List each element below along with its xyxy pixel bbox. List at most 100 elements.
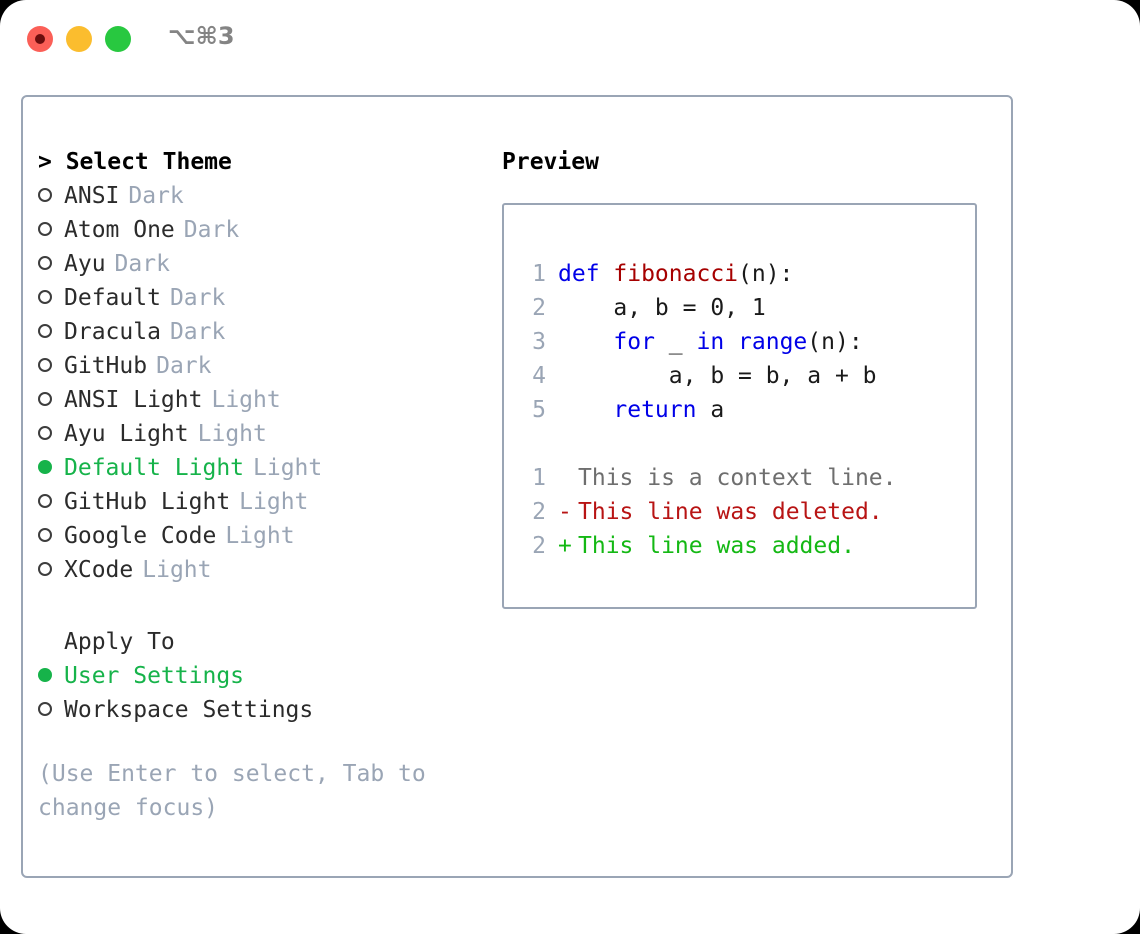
diff-text: This line was added. <box>578 533 855 559</box>
bullet-icon <box>38 426 52 440</box>
code-line: 4 a, b = b, a + b <box>522 359 897 393</box>
code-line: 3 for _ in range(n): <box>522 325 897 359</box>
close-button[interactable] <box>27 26 53 52</box>
code-token: fibonacci <box>613 261 739 287</box>
radio-unselected-icon <box>38 519 64 553</box>
theme-name-label: Ayu Light <box>64 421 189 447</box>
diff-sign: - <box>558 499 572 525</box>
apply-to-title: Apply To <box>64 629 175 655</box>
bullet-icon <box>38 494 52 508</box>
theme-list-item[interactable]: Ayu Light Light <box>38 417 468 451</box>
radio-selected-icon <box>38 659 64 693</box>
diff-line: 1 This is a context line. <box>522 461 897 495</box>
bullet-icon <box>38 358 52 372</box>
line-number: 1 <box>532 465 546 491</box>
code-token: def <box>558 261 614 287</box>
code-token: a, b = b, a + b <box>558 363 877 389</box>
theme-variant-tag: Light <box>197 421 267 447</box>
radio-unselected-icon <box>38 417 64 451</box>
bullet-icon <box>38 562 52 576</box>
diff-sign <box>558 461 578 495</box>
theme-variant-tag: Dark <box>183 217 240 243</box>
theme-list-item[interactable]: Google Code Light <box>38 519 468 553</box>
theme-name-label: Default <box>64 285 161 311</box>
radio-unselected-icon <box>38 383 64 417</box>
minimize-button[interactable] <box>66 26 92 52</box>
code-token: a, b = 0, 1 <box>558 295 766 321</box>
preview-title: Preview <box>502 149 599 175</box>
theme-variant-tag: Dark <box>128 183 184 209</box>
theme-name-label: Google Code <box>64 523 217 549</box>
theme-name-label: ANSI <box>64 183 120 209</box>
apply-to-label: User Settings <box>64 663 245 689</box>
apply-to-option[interactable]: Workspace Settings <box>38 693 468 727</box>
code-token <box>558 397 613 423</box>
code-line: 5 return a <box>522 393 897 427</box>
code-token: _ <box>654 329 697 355</box>
code-token: (n): <box>738 261 794 287</box>
window-titlebar: ⌥⌘3 <box>0 0 1140 80</box>
radio-unselected-icon <box>38 213 64 247</box>
theme-name-label: XCode <box>64 557 134 583</box>
apply-to-option[interactable]: User Settings <box>38 659 468 693</box>
code-token <box>724 329 738 355</box>
line-number: 4 <box>532 363 546 389</box>
theme-variant-tag: Light <box>225 523 295 549</box>
theme-variant-tag: Dark <box>169 285 226 311</box>
bullet-icon <box>38 460 52 474</box>
bullet-icon <box>38 256 52 270</box>
theme-variant-tag: Light <box>142 557 212 583</box>
bullet-icon <box>38 528 52 542</box>
bullet-icon <box>38 290 52 304</box>
code-token: range <box>738 329 808 355</box>
theme-variant-tag: Dark <box>156 353 212 379</box>
bullet-icon <box>38 702 52 716</box>
line-number: 1 <box>532 261 546 287</box>
hint-spacer <box>38 727 468 757</box>
bullet-icon <box>38 188 52 202</box>
theme-name-label: Default Light <box>64 455 245 481</box>
line-number: 2 <box>532 499 546 525</box>
radio-unselected-icon <box>38 179 64 213</box>
maximize-button[interactable] <box>105 26 131 52</box>
keyboard-hint: (Use Enter to select, Tab to change focu… <box>38 761 426 821</box>
radio-selected-icon <box>38 451 64 485</box>
theme-variant-tag: Light <box>239 489 309 515</box>
apply-to-label: Workspace Settings <box>64 697 314 723</box>
theme-name-label: GitHub <box>64 353 148 379</box>
theme-list-item[interactable]: Default Dark <box>38 281 468 315</box>
theme-name-label: Ayu <box>64 251 106 277</box>
theme-list-item[interactable]: XCode Light <box>38 553 468 587</box>
code-diff-gap <box>522 427 897 461</box>
theme-name-label: Dracula <box>64 319 161 345</box>
radio-unselected-icon <box>38 693 64 727</box>
theme-list-item[interactable]: GitHub Dark <box>38 349 468 383</box>
diff-text: This line was deleted. <box>578 499 883 525</box>
theme-variant-tag: Light <box>253 455 323 481</box>
radio-unselected-icon <box>38 553 64 587</box>
theme-list-item[interactable]: ANSI Dark <box>38 179 468 213</box>
code-token: for <box>613 329 655 355</box>
theme-list-item[interactable]: Default Light Light <box>38 451 468 485</box>
code-line: 2 a, b = 0, 1 <box>522 291 897 325</box>
radio-unselected-icon <box>38 315 64 349</box>
diff-text: This is a context line. <box>578 465 897 491</box>
code-token: in <box>696 329 725 355</box>
line-number: 2 <box>532 533 546 559</box>
radio-unselected-icon <box>38 247 64 281</box>
radio-unselected-icon <box>38 485 64 519</box>
code-token: (n): <box>807 329 863 355</box>
diff-line: 2+This line was added. <box>522 529 897 563</box>
